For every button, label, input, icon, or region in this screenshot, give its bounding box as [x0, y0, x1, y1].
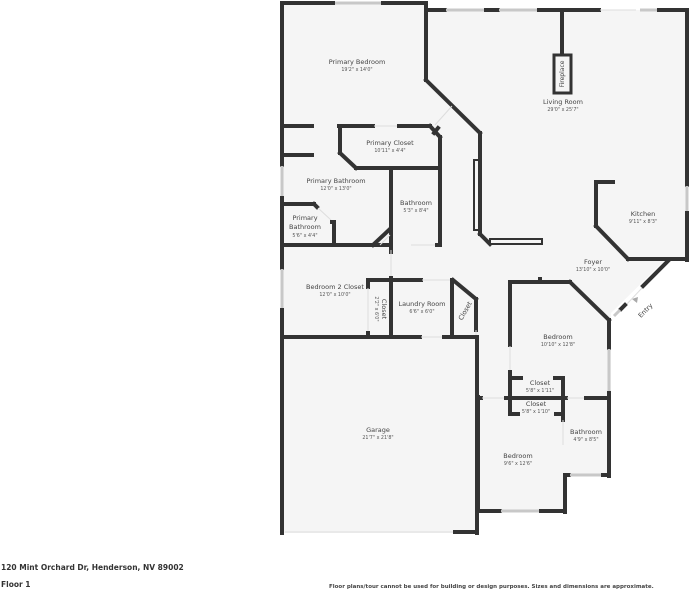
dims-primary-closet: 10'11" x 4'4" [374, 148, 405, 154]
dims-closet-a: 5'8" x 1'11" [526, 388, 554, 394]
dims-foyer: 13'10" x 10'0" [576, 267, 610, 273]
label-bedroom-2: Bedroom [503, 452, 532, 460]
dims-bathroom-1: 5'3" x 8'4" [403, 208, 428, 214]
dims-primary-bedroom: 19'2" x 14'0" [341, 67, 372, 73]
label-fireplace: Fireplace [559, 60, 566, 87]
dims-garage: 21'7" x 21'8" [362, 435, 393, 441]
floor-label: Floor 1 [1, 580, 31, 589]
label-closet-small: Closet [380, 299, 388, 320]
dims-primary-bathroom-small: 5'6" x 4'4" [292, 233, 317, 239]
address: 120 Mint Orchard Dr, Henderson, NV 89002 [1, 563, 184, 572]
label-living-room: Living Room [543, 98, 583, 106]
label-closet-a: Closet [530, 379, 551, 387]
dims-bedroom-2-closet: 12'0" x 10'0" [319, 292, 350, 298]
dims-closet-small: 2'2" x 6'0" [373, 296, 379, 321]
label-laundry-room: Laundry Room [398, 300, 445, 308]
label-primary-bathroom-small-2: Bathroom [289, 223, 321, 231]
label-kitchen: Kitchen [631, 210, 655, 218]
floor-fill [282, 2, 686, 533]
dims-bedroom-1: 10'10" x 12'8" [541, 342, 575, 348]
dims-living-room: 29'0" x 25'7" [547, 107, 578, 113]
dims-closet-b: 5'8" x 1'10" [522, 409, 550, 415]
label-primary-bathroom: Primary Bathroom [306, 177, 365, 185]
dims-bathroom-2: 4'9" x 8'5" [573, 437, 598, 443]
label-primary-closet: Primary Closet [366, 139, 414, 147]
label-primary-bathroom-small-1: Primary [292, 214, 317, 222]
dims-bedroom-2: 9'6" x 12'6" [504, 461, 532, 467]
label-garage: Garage [366, 426, 390, 434]
label-bathroom-2: Bathroom [570, 428, 602, 436]
disclaimer: Floor plans/tour cannot be used for buil… [329, 584, 654, 590]
label-closet-b: Closet [526, 400, 547, 408]
label-bedroom-2-closet: Bedroom 2 Closet [306, 283, 364, 291]
label-entry: Entry [637, 302, 655, 320]
label-foyer: Foyer [584, 258, 602, 266]
label-bedroom-1: Bedroom [543, 333, 572, 341]
interior-walls [280, 8, 689, 512]
label-bathroom-1: Bathroom [400, 199, 432, 207]
dims-kitchen: 9'11" x 8'3" [629, 219, 657, 225]
dims-primary-bathroom: 12'0" x 13'0" [320, 186, 351, 192]
label-primary-bedroom: Primary Bedroom [329, 58, 386, 66]
dims-laundry-room: 6'6" x 6'0" [409, 309, 434, 315]
